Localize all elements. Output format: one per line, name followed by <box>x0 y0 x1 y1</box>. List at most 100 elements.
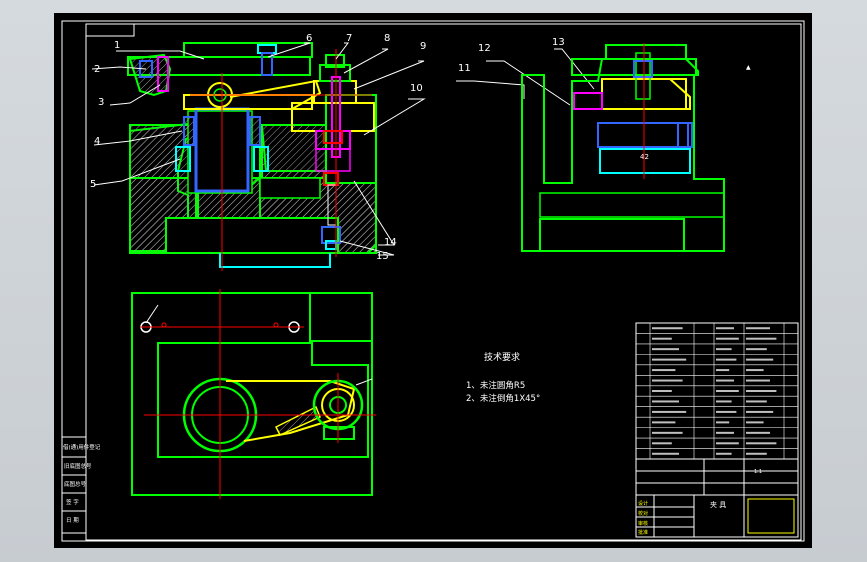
parts-cell-mark <box>716 369 730 372</box>
strip-cell-4: 日 期 <box>66 517 79 524</box>
bushing-ring-right <box>249 116 261 146</box>
title-block-stamp-area <box>747 498 795 534</box>
parts-list <box>635 322 799 460</box>
parts-cell-mark <box>652 379 683 382</box>
side-workpiece <box>599 148 691 174</box>
signature-approve: 批准 <box>638 529 648 536</box>
side-frame <box>521 58 725 252</box>
balloon-4: 4 <box>94 136 100 147</box>
parts-cell-mark <box>652 358 687 361</box>
side-base-cavity <box>539 218 685 252</box>
drawing-viewport[interactable]: 1 2 3 4 5 6 7 8 9 10 11 12 13 14 15 <box>54 13 812 548</box>
parts-cell-mark <box>652 421 676 424</box>
front-section-view <box>127 42 377 271</box>
bore-cavity <box>187 110 253 194</box>
parts-cell-mark <box>746 421 764 424</box>
parts-cell-mark <box>652 410 687 413</box>
title-block: 夹 具 设计 校对 审核 批准 1:1 <box>635 458 799 538</box>
left-revision-strip: 借(通)用件登记 旧底图总号 底图总号 签 字 日 期 <box>61 436 101 534</box>
plan-right-strip <box>309 292 373 342</box>
parts-cell-mark <box>652 348 679 351</box>
balloon-leaders <box>91 42 595 256</box>
signature-design: 设计 <box>638 500 648 507</box>
plan-inner-cavity <box>157 342 369 458</box>
lower-spring-seat <box>315 148 351 172</box>
balloon-numbers: 1 2 3 4 5 6 7 8 9 10 11 12 13 14 15 <box>90 33 565 262</box>
signature-check: 校对 <box>638 510 648 517</box>
parts-cell-mark <box>716 358 737 361</box>
parts-cell-mark <box>652 369 676 372</box>
parts-cell-mark <box>746 327 770 330</box>
balloon-3: 3 <box>98 97 104 108</box>
side-bolt-head <box>677 122 693 148</box>
plan-dowel-hole-2 <box>273 322 279 328</box>
side-handle <box>573 92 603 110</box>
parts-cell-mark <box>716 400 732 403</box>
parts-cell-mark <box>746 358 774 361</box>
tech-requirements-title: 技术要求 <box>484 351 520 363</box>
signature-review: 审核 <box>638 520 648 527</box>
plan-outline <box>131 292 373 496</box>
plan-leader-a <box>145 304 159 324</box>
assembly-drawing: 1 2 3 4 5 6 7 8 9 10 11 12 13 14 15 <box>61 20 805 542</box>
parts-cell-mark <box>652 390 672 392</box>
plan-dowel-hole <box>161 322 167 328</box>
plan-leader-b <box>355 378 373 386</box>
parts-cell-mark <box>746 431 770 434</box>
parts-cell-mark <box>716 348 732 351</box>
inner-sheet-frame <box>85 23 802 541</box>
parts-cell-mark <box>716 421 730 424</box>
title-block-title: 夹 具 <box>710 500 726 509</box>
parts-cell-mark <box>716 337 739 340</box>
clamp-nut <box>319 64 351 82</box>
tech-requirement-2: 2、未注倒角1X45° <box>466 393 540 404</box>
bushing-flange-left <box>175 146 191 172</box>
parts-cell-mark <box>652 442 672 445</box>
balloon-5: 5 <box>90 179 96 190</box>
balloon-12: 12 <box>478 43 491 54</box>
balloon-8: 8 <box>384 33 390 44</box>
plan-view <box>131 289 376 499</box>
cap-screw-body <box>261 52 273 76</box>
bushing-ring <box>183 116 195 146</box>
clamp-nut-top <box>325 54 345 68</box>
top-cover-plate <box>183 42 313 58</box>
bottom-scale-note: 1:1 <box>754 469 762 475</box>
balloon-10: 10 <box>410 83 423 94</box>
locating-pin <box>157 56 169 92</box>
parts-cell-mark <box>652 337 672 340</box>
strip-cell-3: 签 字 <box>66 498 79 506</box>
side-top-plate <box>605 44 687 60</box>
parts-cell-mark <box>746 337 777 340</box>
strip-cell-1: 旧底图总号 <box>64 462 92 470</box>
plan-clamp-base <box>323 426 355 440</box>
balloon-1: 1 <box>114 40 120 51</box>
parts-cell-mark <box>746 410 774 413</box>
bushing-flange-right <box>253 146 269 172</box>
stud-red-washer <box>323 130 343 144</box>
parts-cell-mark <box>716 390 739 392</box>
parts-cell-mark <box>746 400 767 403</box>
parts-cell-mark <box>716 379 734 382</box>
balloon-7: 7 <box>346 33 352 44</box>
parts-cell-mark <box>716 452 732 455</box>
outer-sheet-frame <box>61 20 805 542</box>
technical-requirements: 技术要求 1、未注圆角R5 2、未注倒角1X45° <box>466 351 540 404</box>
parts-list-rows <box>636 323 798 459</box>
parts-cell-mark <box>746 369 764 372</box>
parts-cell-mark <box>716 431 734 434</box>
parts-cell-mark <box>652 327 683 330</box>
parts-cell-mark <box>746 379 770 382</box>
side-nut <box>633 60 653 78</box>
parts-cell-mark <box>652 452 679 455</box>
plan-arm-hatch <box>274 405 321 436</box>
title-block-frame <box>635 458 799 538</box>
parts-cell-mark <box>746 348 767 351</box>
balloon-9: 9 <box>420 41 426 52</box>
parts-cell-mark <box>746 452 767 455</box>
swing-arm-link <box>229 79 322 110</box>
side-clamp-wedge <box>669 78 691 110</box>
balloon-14: 14 <box>384 237 397 248</box>
tech-requirement-1: 1、未注圆角R5 <box>466 380 525 391</box>
